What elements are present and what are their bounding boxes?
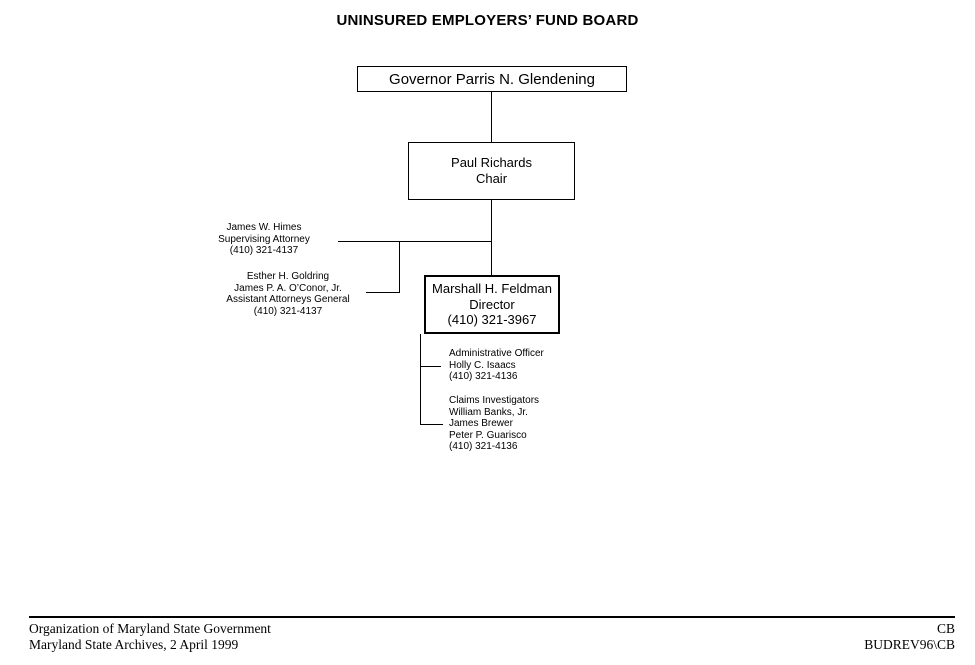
annotation-line: Assistant Attorneys General (226, 294, 350, 305)
annotation-line: (410) 321-4137 (253, 305, 323, 317)
annotation-administrative-officer: Administrative Officer Holly C. Isaacs (… (449, 348, 544, 383)
footer-reference-line1: CB (936, 621, 955, 636)
annotation-assistant-attorneys-general: Esther H. Goldring James P. A. O’Conor, … (196, 271, 380, 317)
annotation-line: James P. A. O’Conor, Jr. (234, 282, 342, 294)
connector-attorneys-tick (366, 292, 400, 293)
page-title: UNINSURED EMPLOYERS’ FUND BOARD (336, 12, 639, 29)
footer-reference-line2: BUDREV96\CB (864, 637, 955, 652)
chair-name: Paul Richards (451, 155, 532, 170)
org-box-governor: Governor Parris N. Glendening (357, 66, 627, 92)
annotation-line: Peter P. Guarisco (449, 429, 527, 441)
connector-staff-tick-claims (420, 424, 443, 425)
footer-source: Organization of Maryland State Governmen… (29, 621, 271, 653)
org-box-director: Marshall H. Feldman Director (410) 321-3… (424, 275, 560, 334)
footer-rule (29, 616, 955, 618)
annotation-line: (410) 321-4136 (449, 371, 518, 382)
annotation-line: Supervising Attorney (218, 233, 310, 245)
footer-source-line1: Organization of Maryland State Governmen… (29, 621, 271, 636)
connector-attorneys-drop (399, 241, 400, 292)
connector-governor-chair (491, 92, 492, 142)
director-phone: (410) 321-3967 (447, 312, 537, 328)
annotation-line: William Banks, Jr. (449, 406, 528, 418)
annotation-line: Administrative Officer (449, 348, 544, 359)
director-name: Marshall H. Feldman (432, 281, 552, 297)
connector-attorneys-branch (338, 241, 492, 242)
footer-reference: CB BUDREV96\CB (864, 621, 955, 653)
annotation-claims-investigators: Claims Investigators William Banks, Jr. … (449, 395, 539, 453)
annotation-line: Esther H. Goldring (246, 271, 330, 282)
connector-staff-bracket (420, 334, 421, 425)
director-title: Director (469, 296, 515, 312)
connector-chair-director (491, 200, 492, 275)
annotation-supervising-attorney: James W. Himes Supervising Attorney (410… (189, 222, 339, 257)
annotation-line: (410) 321-4136 (449, 441, 518, 452)
chair-title: Chair (475, 171, 508, 186)
connector-staff-tick-administrative (420, 366, 441, 367)
governor-label: Governor Parris N. Glendening (389, 70, 595, 88)
org-box-chair: Paul Richards Chair (408, 142, 575, 200)
footer-source-line2: Maryland State Archives, 2 April 1999 (29, 637, 239, 652)
annotation-line: Claims Investigators (449, 395, 540, 406)
annotation-line: James Brewer (449, 418, 513, 429)
annotation-line: Holly C. Isaacs (449, 359, 516, 371)
annotation-line: (410) 321-4137 (229, 245, 299, 256)
annotation-line: James W. Himes (226, 222, 302, 233)
